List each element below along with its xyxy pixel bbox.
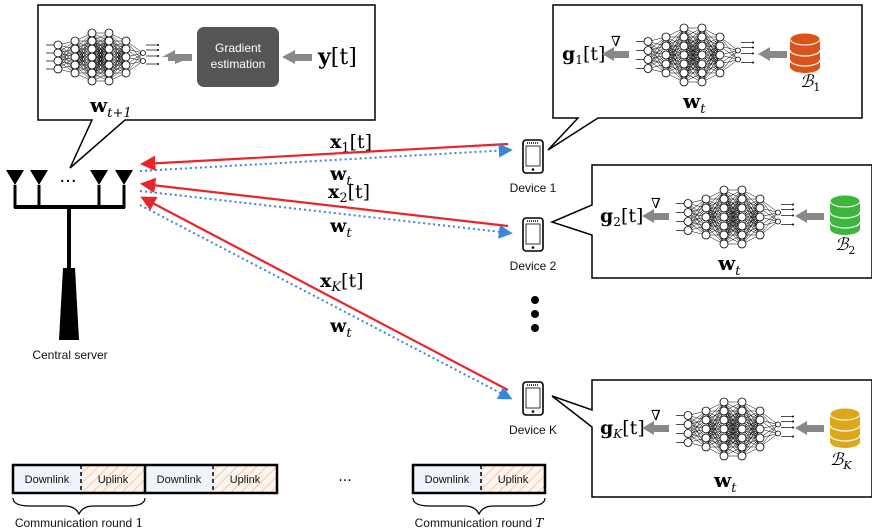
server-callout: Gradient estimation y[t] wt+1 (37, 4, 376, 169)
arrow-left-icon (282, 50, 295, 64)
deviceK-weight-label: wt (713, 468, 737, 496)
y-signal-label: y[t] (317, 44, 357, 70)
arrow-shaft (290, 54, 312, 61)
nabla-icon: ∇ (651, 408, 661, 424)
gradient-box-line1: Gradient (215, 41, 262, 55)
device2-label: Device 2 (510, 259, 557, 273)
gradient-estimation-box (197, 27, 279, 87)
vertical-ellipsis-dot (531, 310, 539, 318)
w-label-link1: wt (329, 163, 352, 189)
arrow-left-icon (642, 209, 669, 223)
round1-brace (12, 497, 146, 516)
gradient-box-line2: estimation (211, 57, 266, 71)
gK-gradient-label: gK[t] (600, 417, 645, 441)
server-neural-network-icon (46, 28, 159, 86)
device1-neural-network-icon (636, 23, 754, 87)
device-phones: Device 1 Device 2 Device K (509, 139, 557, 437)
uplink-segment (213, 465, 277, 493)
downlink-arrow-device1 (139, 143, 513, 172)
g1-gradient-label: g1[t] (562, 43, 605, 67)
antenna-ellipsis: ··· (59, 171, 76, 192)
segment-label: Uplink (498, 474, 529, 486)
arrow-left-icon (795, 209, 824, 223)
uplink-segment (481, 465, 545, 493)
downlink-segment (13, 465, 81, 493)
uplink-arrow-device2 (139, 177, 509, 228)
deviceK-callout: gK[t] ∇ ℬK wt (551, 379, 872, 498)
g2-gradient-label: g2[t] (600, 205, 643, 229)
roundT-brace (412, 497, 546, 516)
timeline-ellipsis: ··· (338, 473, 351, 489)
uplink-arrow-deviceK (140, 196, 509, 391)
deviceK-label: Device K (509, 423, 557, 437)
uplink-arrow-device1 (139, 142, 509, 172)
central-server-label: Central server (32, 348, 107, 362)
device1-label: Device 1 (510, 181, 557, 195)
x1-label: x1[t] (330, 131, 372, 156)
arrow-left-icon (642, 421, 669, 435)
nabla-icon: ∇ (651, 196, 661, 212)
arrow-left-icon (758, 47, 787, 61)
dataset-B1-label: ℬ1 (800, 72, 820, 94)
x2-label: x2[t] (328, 181, 370, 206)
device2-neural-network-icon (676, 185, 794, 249)
phone-icon-device1 (522, 139, 544, 174)
downlink-arrow-device2 (139, 190, 513, 239)
xK-label: xK[t] (320, 270, 364, 295)
device1-callout: g1[t] ∇ ℬ1 wt (547, 4, 863, 151)
vertical-ellipsis-dot (531, 324, 539, 332)
nabla-icon: ∇ (611, 34, 621, 50)
roundT-label: Communication round T (415, 516, 545, 530)
arrow-left-icon (795, 421, 824, 435)
uplink-segment (81, 465, 145, 493)
wireless-links: x1[t] wt x2[t] wt xK[t] wt (139, 131, 513, 400)
arrow-left-icon (602, 47, 629, 61)
w-label-link2: wt (329, 215, 352, 241)
deviceK-neural-network-icon (676, 397, 794, 461)
timeline: Downlink Uplink Downlink Uplink ··· Down… (11, 463, 547, 530)
segment-label: Downlink (425, 474, 470, 486)
downlink-segment (145, 465, 213, 493)
device1-weight-label: wt (682, 89, 706, 117)
segment-label: Uplink (230, 474, 261, 486)
device2-weight-label: wt (717, 251, 741, 279)
database-icon-device2 (829, 194, 861, 235)
central-server-antenna: ··· Central server (6, 170, 133, 362)
downlink-segment (413, 465, 481, 493)
antenna-icon (6, 170, 133, 340)
vertical-ellipsis-dot (531, 296, 539, 304)
downlink-arrow-deviceK (139, 204, 513, 400)
device2-callout: g2[t] ∇ ℬ2 wt (549, 164, 872, 279)
phone-icon-deviceK (522, 381, 544, 416)
round1-label: Communication round 1 (15, 516, 143, 530)
phone-icon-device2 (522, 217, 544, 252)
server-weight-label: wt+1 (89, 93, 132, 121)
dataset-B2-label: ℬ2 (835, 235, 855, 257)
segment-label: Downlink (25, 474, 70, 486)
timeline-frame (411, 463, 547, 495)
dataset-BK-label: ℬK (830, 450, 852, 472)
database-icon-deviceK (829, 407, 861, 448)
segment-label: Downlink (157, 474, 202, 486)
segment-label: Uplink (98, 474, 129, 486)
database-icon-device1 (789, 32, 821, 73)
arrow-shaft (168, 54, 192, 61)
w-label-linkK: wt (329, 315, 352, 341)
